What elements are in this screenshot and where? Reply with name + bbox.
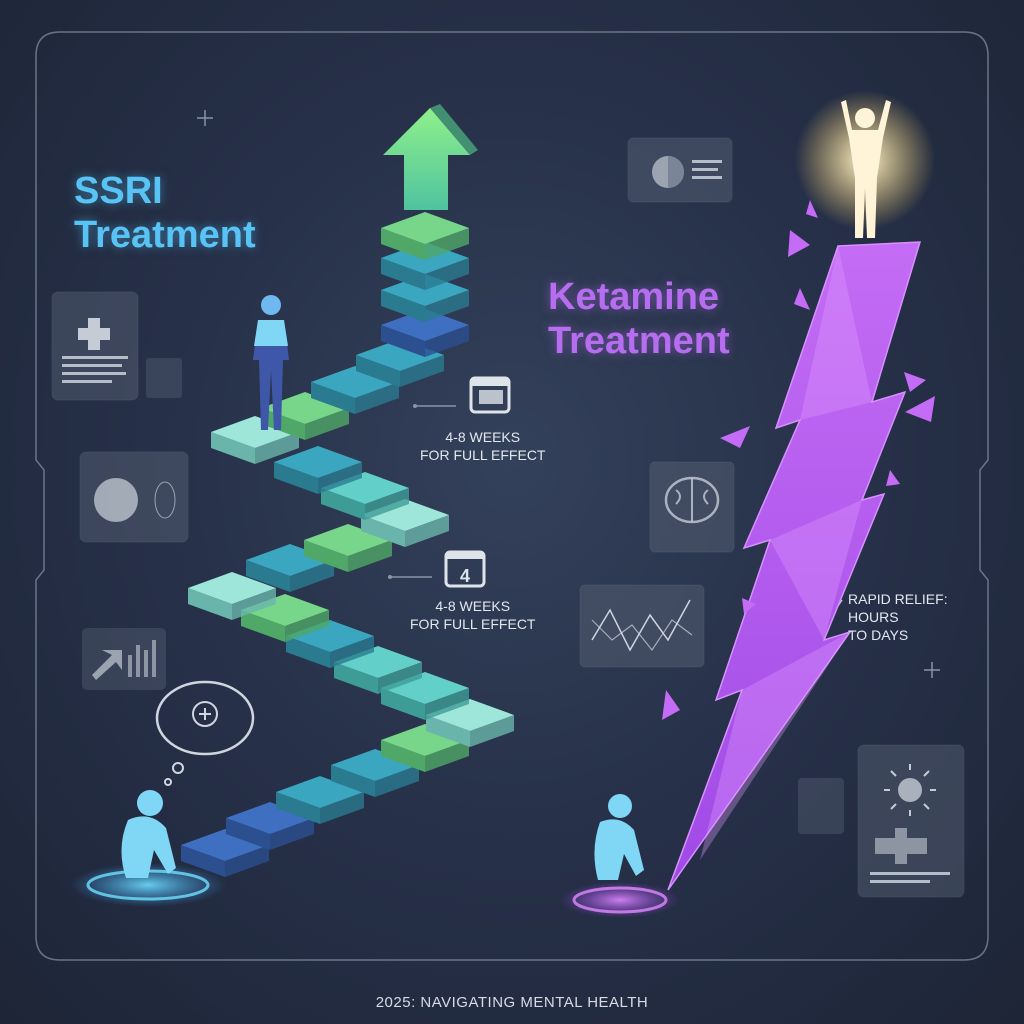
network-panel — [857, 744, 965, 898]
stair-block-right-face — [378, 662, 422, 694]
stair-block-right-face — [270, 818, 314, 850]
ketamine-note-line2: HOURS — [848, 609, 899, 626]
stair-block-left-face — [181, 845, 225, 877]
stair-block-right-face — [232, 588, 276, 620]
stair-block-right-face — [425, 325, 469, 357]
ssri-title-line1: SSRI — [74, 170, 163, 212]
milestone-line2: FOR FULL EFFECT — [420, 447, 546, 464]
stair-block-left-face — [311, 382, 355, 414]
stair-block-right-face — [320, 792, 364, 824]
stair-block-right-face — [425, 258, 469, 290]
stair-block — [274, 446, 362, 494]
stair-block-left-face — [381, 325, 425, 357]
up-arrow — [383, 104, 478, 210]
stair-block-right-face — [348, 540, 392, 572]
stair-block-left-face — [261, 408, 305, 440]
bar-chart-panel — [82, 628, 166, 690]
medical-record-panel — [51, 291, 139, 401]
ketamine-title-line2: Treatment — [548, 319, 730, 362]
stair-block-left-face — [334, 662, 378, 694]
chart-panel — [146, 358, 182, 398]
milestone-line2: FOR FULL EFFECT — [410, 616, 536, 633]
frame-border — [35, 31, 989, 961]
plus-decoration — [924, 662, 940, 678]
footer-caption: 2025: NAVIGATING MENTAL HEALTH — [375, 994, 649, 1011]
stair-block-left-face — [321, 488, 365, 520]
crystal-shards — [662, 200, 935, 720]
stair-block-left-face — [226, 818, 270, 850]
scan-panel — [79, 451, 189, 543]
stair-block-left-face — [381, 688, 425, 720]
stair-block-right-face — [425, 290, 469, 322]
standing-person-ssri — [253, 295, 289, 430]
stair-block — [381, 309, 469, 357]
stair-block-right-face — [365, 488, 409, 520]
small-chart-panel — [798, 778, 844, 834]
ssri-milestone-note: 4-8 WEEKS FOR FULL EFFECT — [420, 428, 546, 464]
sitting-person-ssri — [121, 790, 176, 878]
ssri-staircase — [181, 212, 514, 877]
stair-block-top-face — [274, 446, 362, 478]
stair-block-right-face — [425, 228, 469, 260]
ketamine-title-line1: Ketamine — [548, 276, 720, 318]
stair-block-top-face — [188, 572, 276, 604]
ssri-title: SSRI Treatment — [74, 170, 256, 257]
stair-block-right-face — [305, 408, 349, 440]
stair-block-left-face — [381, 258, 425, 290]
stair-block-left-face — [361, 515, 405, 547]
stair-block-right-face — [225, 845, 269, 877]
stair-block-right-face — [290, 560, 334, 592]
calendar-icon — [413, 376, 511, 414]
stair-block-right-face — [425, 740, 469, 772]
sitting-person-ketamine — [594, 794, 644, 880]
stair-block-top-face — [381, 212, 469, 244]
stair-block-left-face — [381, 740, 425, 772]
milestone-line1: 4-8 WEEKS — [445, 429, 521, 445]
calendar-number: 4 — [460, 566, 470, 586]
brain-thought-bubble — [155, 680, 255, 786]
stair-block-left-face — [381, 290, 425, 322]
stair-block-right-face — [470, 715, 514, 747]
stair-block-right-face — [318, 462, 362, 494]
stair-block-left-face — [426, 715, 470, 747]
lightning-bolt — [667, 241, 922, 891]
ssri-milestone-note: 4-8 WEEKS FOR FULL EFFECT — [410, 597, 536, 633]
ssri-title-line2: Treatment — [74, 213, 256, 256]
calendar-4-icon: 4 — [388, 550, 486, 588]
brain-scan-panel — [649, 461, 735, 553]
triumphant-person — [841, 100, 891, 238]
stair-block-right-face — [400, 355, 444, 387]
plus-decoration — [197, 110, 213, 126]
ketamine-note: RAPID RELIEF: HOURS TO DAYS — [848, 590, 948, 645]
stair-block-left-face — [274, 462, 318, 494]
stair-block-top-face — [381, 309, 469, 341]
stair-block-right-face — [285, 610, 329, 642]
stair-block-left-face — [246, 560, 290, 592]
milestone-line1: 4-8 WEEKS — [435, 598, 511, 614]
stair-block-left-face — [331, 765, 375, 797]
stair-block-right-face — [355, 382, 399, 414]
stair-block-left-face — [381, 228, 425, 260]
stair-block-left-face — [241, 610, 285, 642]
stair-block — [188, 572, 276, 620]
stair-block-right-face — [405, 515, 449, 547]
ketamine-glow-platform — [560, 882, 680, 918]
stair-block-right-face — [425, 688, 469, 720]
pie-chart-panel — [627, 137, 733, 203]
stair-block-left-face — [304, 540, 348, 572]
stair-block-left-face — [211, 432, 255, 464]
stair-block-left-face — [188, 588, 232, 620]
stair-block-right-face — [375, 765, 419, 797]
line-graph-panel — [579, 584, 705, 668]
stair-block-left-face — [276, 792, 320, 824]
stair-block-right-face — [330, 636, 374, 668]
ketamine-note-line1: RAPID RELIEF: — [848, 591, 948, 607]
stair-block-right-face — [255, 432, 299, 464]
stair-block-left-face — [286, 636, 330, 668]
stair-block — [381, 212, 469, 260]
ketamine-title: Ketamine Treatment — [548, 276, 730, 363]
ketamine-note-line3: TO DAYS — [848, 627, 909, 644]
stair-block-left-face — [356, 355, 400, 387]
